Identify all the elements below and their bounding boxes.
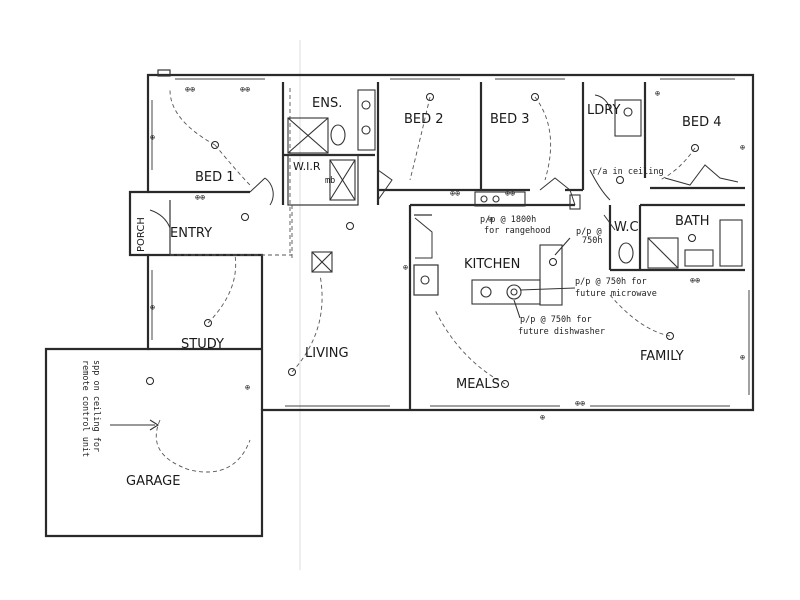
note-microwave-1: p/p @ 750h for (575, 277, 647, 287)
room-label-bed2: BED 2 (404, 112, 444, 127)
note-microwave-2: future microwave (575, 289, 657, 299)
note-dishwasher-2: future dishwasher (518, 327, 605, 337)
room-label-living: LIVING (305, 346, 349, 361)
note-dishwasher-1: p/p @ 750h for (520, 315, 592, 325)
svg-text:⊕: ⊕ (540, 413, 545, 423)
note-ceiling-ra: r/a in ceiling (592, 167, 664, 177)
svg-text:⊕: ⊕ (655, 89, 660, 99)
svg-text:⊕: ⊕ (740, 143, 745, 153)
svg-text:⊕⊕: ⊕⊕ (450, 189, 460, 199)
room-label-study: STUDY (181, 337, 224, 352)
dashed-lines (170, 88, 293, 260)
note-rangehood-1: p/p @ 1800h (480, 215, 536, 225)
outer-walls (44, 69, 755, 538)
room-label-garage: GARAGE (126, 474, 180, 489)
room-label-kitchen: KITCHEN (464, 257, 520, 272)
svg-text:⊕: ⊕ (403, 263, 408, 273)
svg-text:⊕⊕: ⊕⊕ (185, 85, 195, 95)
room-label-ens: ENS. (312, 96, 342, 111)
note-robe-mark: mb (325, 176, 335, 186)
svg-text:⊕: ⊕ (488, 215, 493, 225)
internal-walls (148, 82, 745, 410)
svg-text:⊕⊕: ⊕⊕ (575, 399, 585, 409)
note-garage-remote-2: remote control unit (80, 360, 90, 457)
svg-text:⊕: ⊕ (150, 303, 155, 313)
svg-text:⊕⊕: ⊕⊕ (240, 85, 250, 95)
room-label-bath: BATH (675, 214, 710, 229)
room-label-ldry: LDRY (587, 103, 620, 118)
annotations: r/a in ceiling p/p @ 1800h for rangehood… (80, 167, 664, 457)
fixtures (287, 89, 743, 306)
svg-text:⊕: ⊕ (245, 383, 250, 393)
windows (151, 78, 750, 407)
switch-wiring (155, 89, 696, 473)
note-pp750: p/p @ (576, 227, 602, 237)
room-label-entry: ENTRY (170, 226, 212, 241)
svg-text:⊕: ⊕ (740, 353, 745, 363)
room-label-bed3: BED 3 (490, 112, 530, 127)
note-rangehood-2: for rangehood (484, 226, 551, 236)
room-label-wir: W.I.R (293, 160, 321, 173)
power-points: ⊕⊕ ⊕⊕ ⊕ ⊕⊕ ⊕⊕ ⊕⊕ ⊕ ⊕ ⊕ ⊕ ⊕ ⊕⊕ ⊕ ⊕⊕ ⊕ ⊕ (150, 85, 745, 423)
room-label-meals: MEALS (456, 377, 500, 392)
svg-text:⊕⊕: ⊕⊕ (690, 276, 700, 286)
chimney-marker (157, 69, 171, 77)
room-label-bed4: BED 4 (682, 115, 722, 130)
room-label-bed1: BED 1 (195, 170, 235, 185)
room-label-family: FAMILY (640, 349, 684, 364)
svg-text:⊕⊕: ⊕⊕ (195, 193, 205, 203)
svg-text:⊕⊕: ⊕⊕ (505, 189, 515, 199)
doors (149, 94, 739, 259)
note-garage-remote-1: spp on ceiling for (91, 360, 101, 452)
note-pp750-h: 750h (582, 236, 602, 246)
room-labels: ENS. BED 2 BED 3 LDRY BED 4 BED 1 W.I.R … (126, 96, 722, 489)
room-label-porch: PORCH (136, 217, 147, 252)
svg-text:⊕: ⊕ (150, 133, 155, 143)
ceiling-lights (146, 93, 699, 388)
room-label-wc: W.C (614, 220, 639, 235)
